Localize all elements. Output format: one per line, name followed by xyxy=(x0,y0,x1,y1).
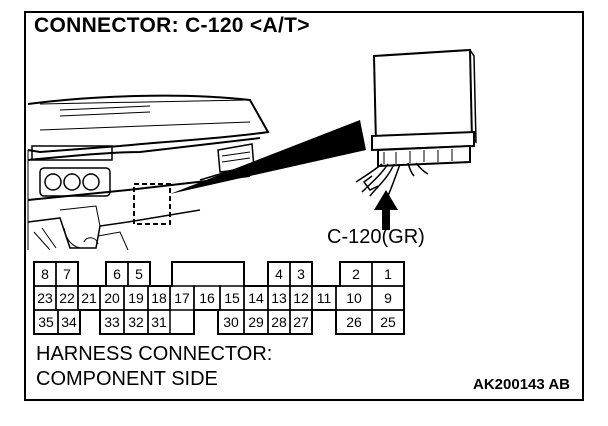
pin-number: 6 xyxy=(113,266,121,282)
pointer-wedge xyxy=(170,120,366,194)
pin-cell xyxy=(57,309,81,335)
pin-cell xyxy=(289,309,313,335)
pin-number: 32 xyxy=(128,314,144,330)
caption-line-1: HARNESS CONNECTOR: xyxy=(36,343,273,365)
connector-title: CONNECTOR: C-120 <A/T> xyxy=(34,14,310,37)
pin-number: 23 xyxy=(37,290,53,306)
harness-wires xyxy=(355,162,429,197)
pin-number: 3 xyxy=(297,266,305,282)
pin-number: 17 xyxy=(174,290,190,306)
pin-number: 4 xyxy=(275,266,283,282)
pin-number: 19 xyxy=(128,290,144,306)
pin-number: 21 xyxy=(81,290,97,306)
pin-number: 18 xyxy=(151,290,167,306)
pin-cell xyxy=(371,309,405,335)
pin-number: 28 xyxy=(271,314,287,330)
pin-number: 20 xyxy=(104,290,120,306)
caption-line-2: COMPONENT SIDE xyxy=(36,368,218,390)
pin-number: 14 xyxy=(248,290,264,306)
pin-number: 26 xyxy=(346,314,362,330)
pin-number: 31 xyxy=(151,314,167,330)
pin-number: 13 xyxy=(271,290,287,306)
pin-number: 34 xyxy=(61,314,77,330)
pin-number: 30 xyxy=(223,314,239,330)
pin-number: 9 xyxy=(384,290,392,306)
pin-cell xyxy=(147,309,171,335)
diagram-frame xyxy=(24,11,584,401)
pin-number: 5 xyxy=(135,266,143,282)
pin-number: 7 xyxy=(63,266,71,282)
pin-number: 33 xyxy=(104,314,120,330)
pin-number: 27 xyxy=(293,314,309,330)
pin-number: 11 xyxy=(317,290,332,306)
pin-number: 8 xyxy=(41,266,49,282)
connector-callout-label: C-120(GR) xyxy=(327,226,425,248)
pin-number: 22 xyxy=(59,290,75,306)
pin-number: 12 xyxy=(293,290,309,306)
pin-number: 2 xyxy=(352,266,360,282)
ecu-module xyxy=(371,48,477,168)
pin-number: 25 xyxy=(380,314,396,330)
pin-number: 10 xyxy=(346,290,362,306)
pin-number: 16 xyxy=(199,290,215,306)
callout-arrow xyxy=(374,190,398,230)
pin-number: 1 xyxy=(384,266,392,282)
pin-number: 15 xyxy=(224,290,240,306)
pin-number: 29 xyxy=(248,314,264,330)
pin-number: 35 xyxy=(38,314,54,330)
figure-id: AK200143 AB xyxy=(473,376,570,393)
